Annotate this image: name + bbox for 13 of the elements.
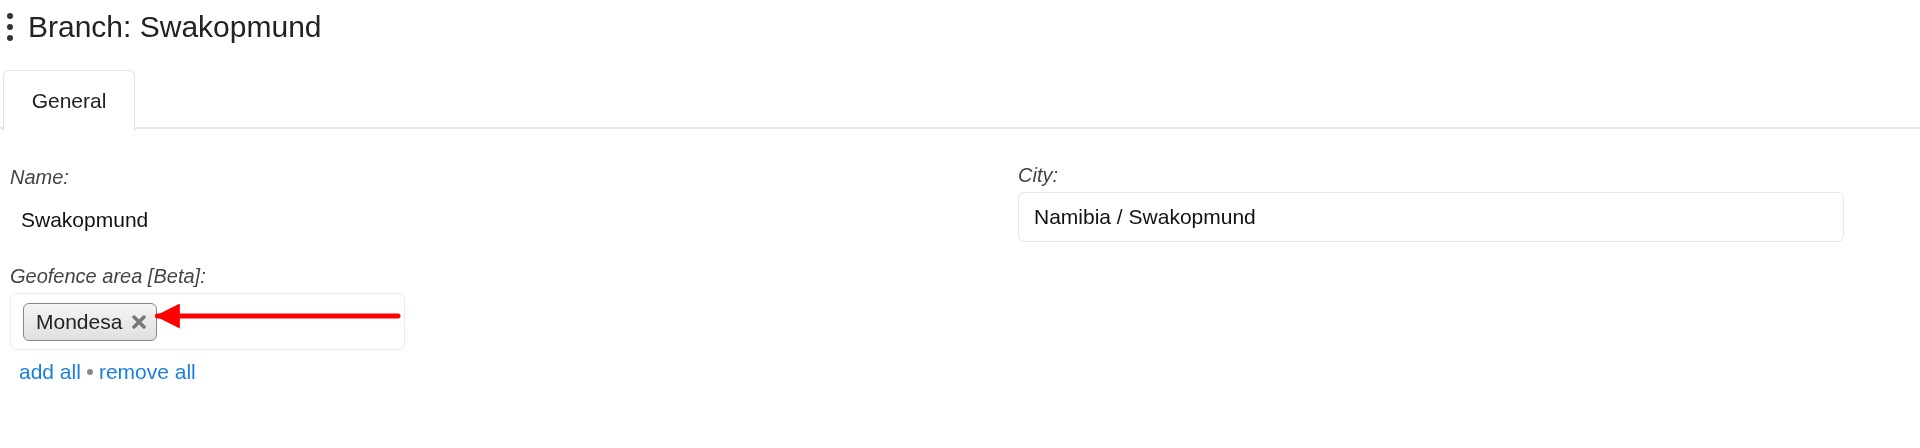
- arrow: [154, 303, 401, 329]
- tag-text: Mondesa: [36, 310, 123, 334]
- tab: General: [3, 70, 135, 131]
- field-label: City:: [1018, 164, 1058, 187]
- field-label: Geofence area [Beta]:: [10, 265, 206, 288]
- tag-chip: [23, 303, 158, 341]
- add-all-link: add all: [19, 360, 81, 384]
- page-title: Branch: Swakopmund: [28, 10, 322, 44]
- input-field: Namibia / Swakopmund: [1018, 192, 1844, 242]
- field-value: Swakopmund: [21, 208, 149, 232]
- remove-all-link: remove all: [98, 360, 196, 384]
- multi-select-field: [10, 293, 405, 350]
- field-label: Name:: [10, 166, 69, 189]
